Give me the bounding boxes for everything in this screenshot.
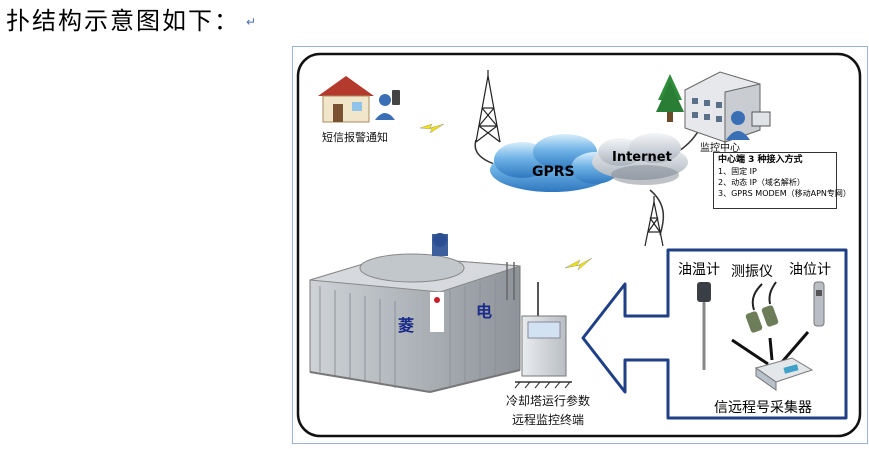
- cooling-tower-icon: [309, 233, 521, 393]
- sms-alarm-label: 短信报警通知: [322, 131, 388, 144]
- lightning-icon: [419, 123, 445, 134]
- page-heading: 扑结构示意图如下： ↵: [6, 4, 258, 39]
- collector-label: 信远程号采集器: [714, 400, 812, 416]
- access-method-item: 1、固定 IP: [718, 167, 757, 176]
- access-method-item: 3、GPRS MODEM（移动APN专网）: [718, 189, 851, 198]
- access-method-item: 2、动态 IP（域名解析）: [718, 178, 805, 187]
- monitoring-terminal-icon: [514, 282, 572, 389]
- oil-thermometer-icon: [697, 282, 711, 370]
- access-methods-title: 中心端 3 种接入方式: [718, 155, 803, 165]
- heading-text: 扑结构示意图如下：: [6, 7, 240, 35]
- tower-brand-left: 菱: [398, 316, 415, 335]
- oil-level-gauge-icon: [813, 281, 825, 327]
- terminal-label-line1: 冷却塔运行参数: [506, 394, 591, 408]
- signal-collector-icon: [754, 357, 814, 391]
- oil-temp-label: 油温计: [678, 262, 720, 278]
- radio-tower-icon: [475, 70, 501, 143]
- tower-brand-right: 电: [476, 302, 493, 321]
- internet-cloud-icon: [592, 133, 688, 185]
- lightning-icon: [564, 257, 593, 271]
- oil-level-label: 油位计: [789, 262, 831, 278]
- house-icon: [318, 76, 374, 123]
- user-phone-icon: [375, 90, 400, 120]
- tree-icon: [656, 74, 684, 122]
- operator-icon: [726, 111, 771, 140]
- vibration-sensor-icon: [745, 281, 779, 333]
- return-mark-icon: ↵: [246, 15, 259, 29]
- radio-tower-icon: [644, 196, 664, 247]
- vibration-label: 测振仪: [731, 264, 773, 280]
- cable-right-tower: [649, 189, 665, 236]
- sensor-cables: [731, 331, 810, 366]
- access-methods-box: 中心端 3 种接入方式 1、固定 IP 2、动态 IP（域名解析） 3、GPRS…: [713, 152, 851, 209]
- gprs-label: GPRS: [532, 164, 575, 180]
- terminal-label-line2: 远程监控终端: [512, 413, 585, 427]
- internet-label: Internet: [612, 150, 672, 165]
- monitoring-center-label: 监控中心: [700, 143, 740, 154]
